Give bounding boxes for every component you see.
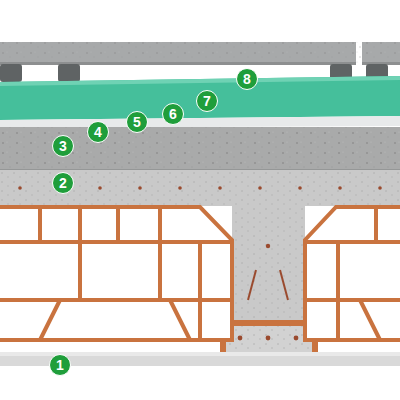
callout-number: 8 — [236, 71, 258, 87]
callout-circle: 5 — [126, 111, 148, 133]
callout-number: 6 — [162, 106, 184, 122]
callout-number: 3 — [52, 138, 74, 154]
callout-number: 2 — [52, 175, 74, 191]
callout-circle: 3 — [52, 135, 74, 157]
stirrup — [248, 270, 288, 300]
clay-block — [305, 207, 400, 340]
callout-circle: 6 — [162, 103, 184, 125]
callout-circle: 2 — [52, 172, 74, 194]
insulation-layer — [0, 76, 400, 120]
callout-number: 7 — [196, 93, 218, 109]
callout-number: 5 — [126, 114, 148, 130]
clay-block — [0, 207, 232, 340]
callout-circle: 4 — [87, 121, 109, 143]
callout-circle: 1 — [49, 354, 71, 376]
membrane-layer — [0, 116, 400, 128]
screed-layer — [0, 127, 400, 170]
callout-circle: 8 — [236, 68, 258, 90]
callout-number: 4 — [87, 124, 109, 140]
callout-number: 1 — [49, 357, 71, 373]
callout-circle: 7 — [196, 90, 218, 112]
